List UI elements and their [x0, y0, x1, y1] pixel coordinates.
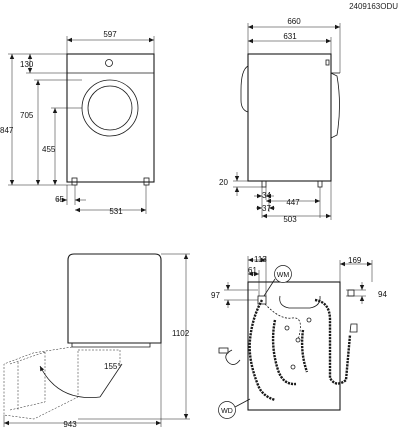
rear-drain-hose-end: [349, 323, 358, 333]
rear-outlet-offset-label: 169: [348, 256, 362, 265]
rear-wd-label: WD: [221, 408, 233, 415]
front-door-center-label: 455: [42, 145, 56, 154]
door-view-washer-body: [67, 253, 162, 344]
front-width-label: 597: [103, 30, 117, 39]
door-view-base: [71, 342, 151, 348]
side-panel-knob: [325, 59, 330, 66]
rear-height-left-label: 97: [211, 291, 220, 300]
side-feet-height-label: 20: [219, 178, 228, 187]
door-view-height-label: 1102: [172, 329, 190, 338]
side-washer-body: [247, 53, 332, 182]
side-total-depth-label: 660: [287, 17, 301, 26]
front-feet-span-label: 531: [109, 207, 123, 216]
door-open-view: 155° 1102 943: [3, 253, 190, 429]
front-door-glass: [87, 85, 133, 131]
door-angle-arc: [39, 365, 101, 399]
door-view-width-label: 943: [63, 420, 77, 429]
rear-drain-hose: [314, 298, 352, 385]
side-foot-span-label: 447: [286, 198, 300, 207]
side-rear-foot-label: 34: [262, 191, 271, 200]
rear-view: WM WD 113 61 169 97 94: [211, 255, 387, 419]
drawing-code: 2409163ODU: [349, 2, 398, 11]
door-view-open-door-outline: [3, 346, 79, 420]
rear-wm-badge: [274, 265, 292, 283]
rear-right-mount: [347, 289, 355, 297]
front-foot-offset-label: 65: [55, 195, 64, 204]
front-washer-body: [66, 53, 155, 183]
door-angle-label: 155°: [104, 362, 121, 371]
front-right-foot: [143, 177, 150, 186]
front-height-label: 847: [0, 126, 14, 135]
front-top-label: 130: [20, 60, 34, 69]
rear-inlet-offset-label: 113: [254, 255, 267, 264]
rear-inlet-edge-label: 61: [248, 266, 257, 275]
side-rear-gap-label: 37: [262, 204, 271, 213]
rear-height-right-label: 94: [378, 290, 387, 299]
side-door-profile: [330, 72, 340, 139]
side-rear-foot: [261, 180, 267, 188]
front-left-foot: [71, 177, 78, 186]
side-body-depth-label: 631: [283, 32, 297, 41]
front-program-knob-icon: [105, 59, 113, 67]
side-front-foot: [317, 180, 323, 188]
rear-wm-label: WM: [277, 272, 290, 279]
front-door-top-label: 705: [20, 111, 34, 120]
side-view: 660 631 20 34 37 447 503: [219, 17, 341, 224]
side-foot-to-front-label: 503: [283, 215, 297, 224]
rear-wd-badge: [218, 401, 236, 419]
front-view: 597 847 130 705 455 65 531: [0, 30, 155, 216]
rear-inner-hose: [271, 319, 297, 386]
side-rear-bulge: [240, 65, 249, 113]
rear-inlet-hose: [248, 299, 276, 402]
